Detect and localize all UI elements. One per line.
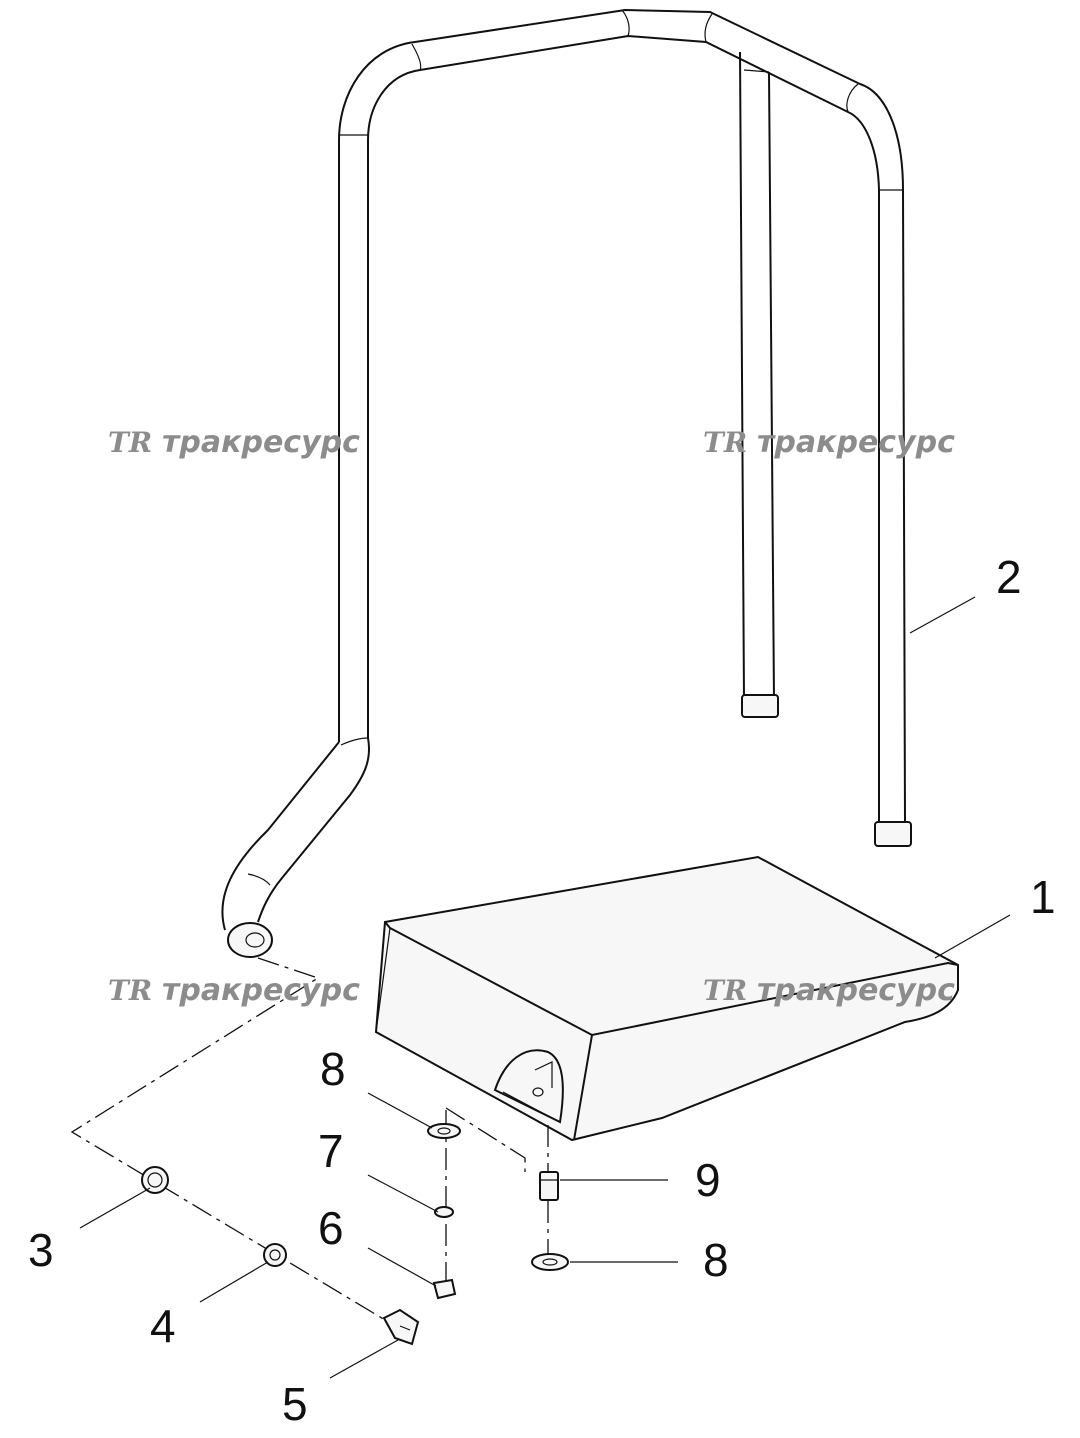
seat-base-box xyxy=(374,855,959,1142)
callout-8-lower: 8 xyxy=(703,1234,729,1286)
callout-6: 6 xyxy=(318,1202,344,1254)
handrail-tube-frame xyxy=(221,8,912,958)
watermark-logo: TR тракресурс xyxy=(703,973,955,1008)
washer-part-8-lower xyxy=(531,1253,569,1271)
watermark-text: тракресурс xyxy=(757,973,955,1008)
callout-5: 5 xyxy=(282,1378,308,1430)
watermark-text: тракресурс xyxy=(162,425,360,460)
washer-part-4 xyxy=(263,1243,287,1267)
callout-4: 4 xyxy=(150,1300,176,1352)
leader-lines xyxy=(79,596,1011,1379)
watermark-logo-mark: TR xyxy=(108,974,152,1007)
watermark-text: тракресурс xyxy=(162,973,360,1008)
bolt-part-9 xyxy=(539,1171,559,1201)
washer-part-3 xyxy=(141,1166,169,1194)
callout-9: 9 xyxy=(695,1154,721,1206)
watermark-logo-mark: TR xyxy=(703,426,747,459)
callout-3: 3 xyxy=(28,1224,54,1276)
lock-washer-part-7 xyxy=(434,1206,454,1218)
watermark-logo: TR тракресурс xyxy=(703,425,955,460)
callout-labels: 2 1 8 7 6 9 8 3 4 5 xyxy=(28,551,1056,1430)
watermark-logo-mark: TR xyxy=(108,426,152,459)
washer-part-8-upper xyxy=(427,1123,461,1139)
bolt-part-5 xyxy=(382,1308,420,1346)
callout-2: 2 xyxy=(996,551,1022,603)
watermark-text: тракресурс xyxy=(757,425,955,460)
nut-part-6 xyxy=(432,1278,457,1300)
callout-8-upper: 8 xyxy=(320,1043,346,1095)
callout-7: 7 xyxy=(318,1125,344,1177)
watermark-logo: TR тракресурс xyxy=(108,425,360,460)
callout-1: 1 xyxy=(1030,871,1056,923)
watermark-logo: TR тракресурс xyxy=(108,973,360,1008)
watermark-logo-mark: TR xyxy=(703,974,747,1007)
